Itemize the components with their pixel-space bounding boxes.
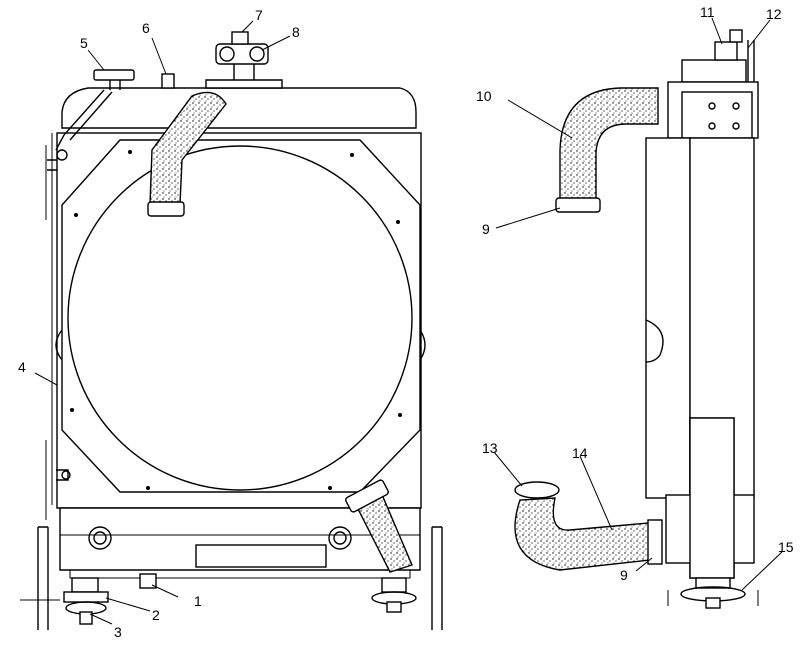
side-bottom-mount [667, 577, 759, 609]
callout-1: 1 [194, 593, 202, 609]
fan-opening [67, 145, 413, 491]
overflow-fitting [161, 73, 175, 89]
callout-14: 14 [572, 445, 588, 461]
frame-rails [20, 526, 443, 630]
callout-4: 4 [18, 359, 26, 375]
radiator-shroud [45, 132, 426, 520]
side-top-bracket [681, 29, 755, 84]
bottom-mounts [63, 573, 417, 625]
callout-5: 5 [80, 35, 88, 51]
callout-15: 15 [778, 539, 794, 555]
callouts: 1 2 3 4 5 6 7 8 9 9 10 11 12 13 14 15 [18, 4, 794, 640]
bottom-tank [59, 507, 421, 579]
side-latch-lower [56, 469, 71, 481]
lower-hose-side [514, 481, 663, 571]
callout-7: 7 [255, 7, 263, 23]
lower-hose-front [345, 479, 413, 573]
top-tank [61, 87, 417, 129]
callout-6: 6 [142, 20, 150, 36]
upper-hose-side [555, 87, 659, 213]
side-upper-tank [667, 81, 759, 139]
upper-hose-front [147, 91, 227, 217]
callout-10: 10 [476, 88, 492, 104]
callout-12: 12 [766, 6, 782, 22]
callout-3: 3 [114, 624, 122, 640]
callout-13: 13 [482, 440, 498, 456]
top-bracket [205, 31, 283, 89]
radiator-cap [55, 69, 135, 161]
callout-9-lower: 9 [620, 567, 628, 583]
front-view [20, 31, 443, 630]
callout-9-upper: 9 [482, 221, 490, 237]
side-view [514, 29, 759, 609]
callout-8: 8 [292, 24, 300, 40]
side-lower-section [665, 417, 755, 579]
callout-11: 11 [700, 4, 715, 20]
callout-2: 2 [152, 607, 160, 623]
